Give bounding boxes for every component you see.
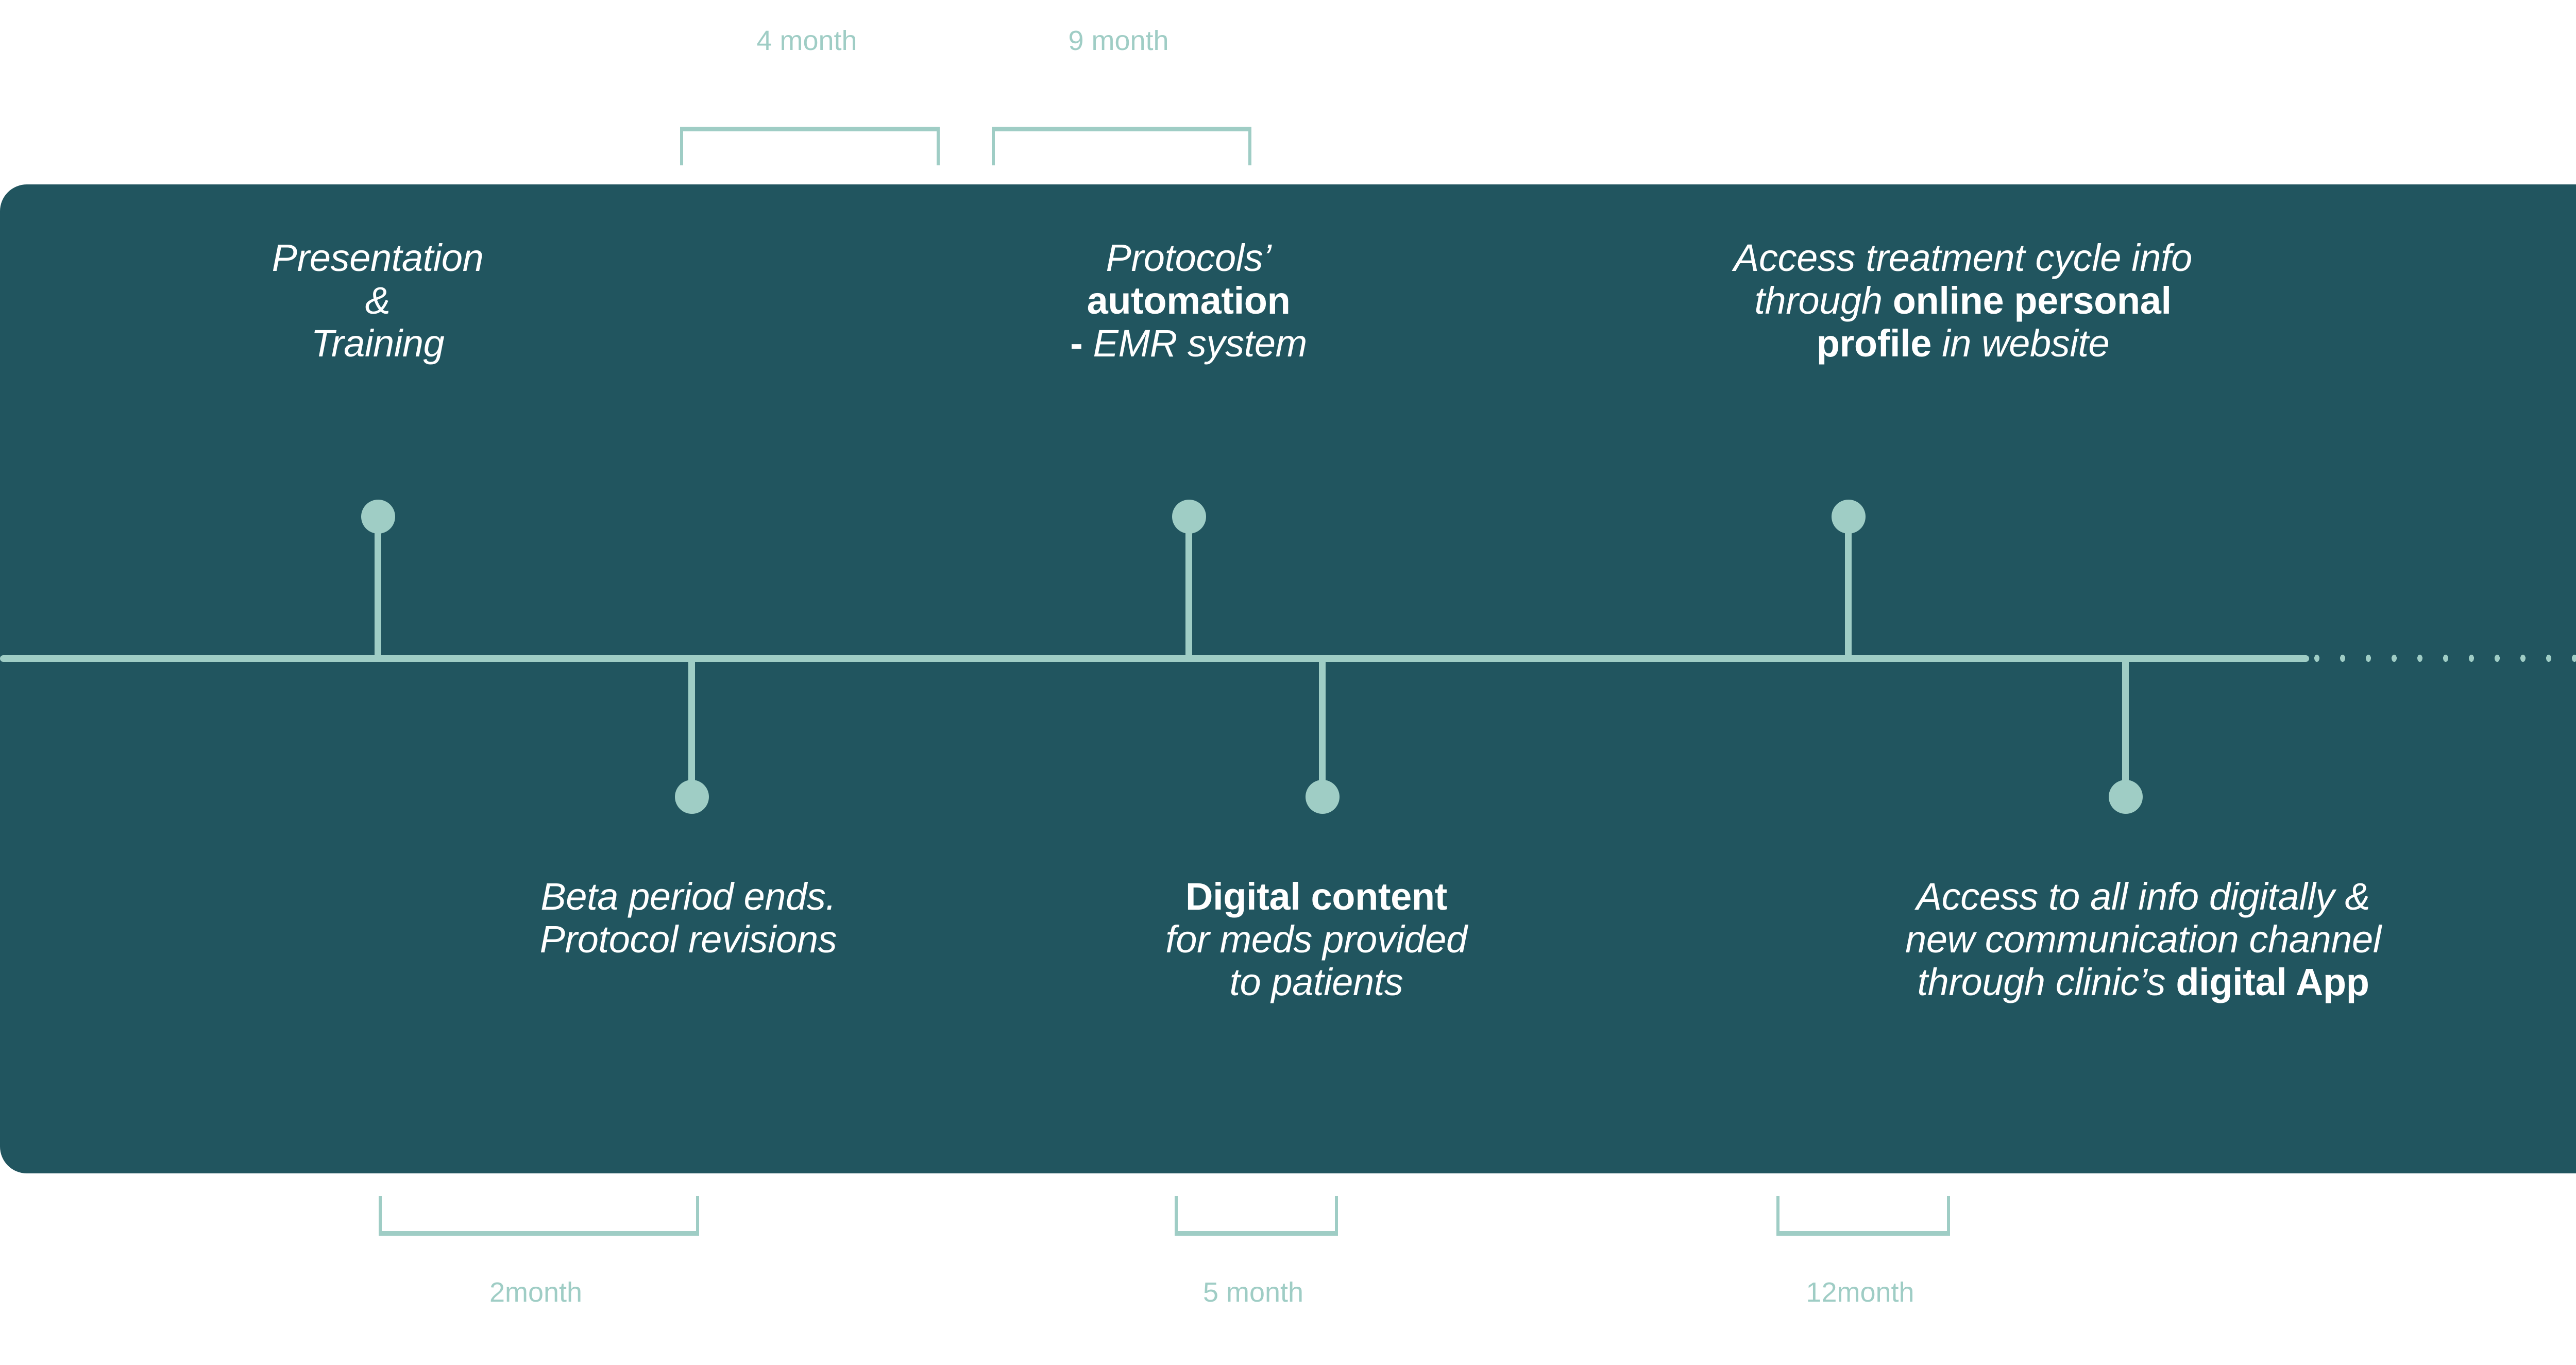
timeline-axis-solid	[0, 655, 2309, 662]
bracket-bottom-2-month	[379, 1196, 699, 1236]
milestone-label-digital-app: Access to all info digitally &new commun…	[1741, 875, 2545, 1004]
milestone-line: Training	[311, 321, 445, 365]
marker-stem	[688, 661, 695, 797]
bracket-bottom-5-month-label: 5 month	[1202, 1277, 1304, 1308]
marker-dot	[1832, 500, 1866, 534]
milestone-line-bold: Digital content	[1185, 875, 1447, 918]
marker-dot	[1306, 780, 1340, 814]
bracket-top-9-month	[992, 127, 1251, 165]
milestone-label-beta-period-ends: Beta period ends.Protocol revisions	[405, 875, 972, 961]
milestone-label-presentation-training: Presentation&Training	[197, 236, 558, 365]
bracket-top-9-month-label: 9 month	[1068, 25, 1169, 56]
marker-dot	[1172, 500, 1206, 534]
milestone-line: Protocol revisions	[539, 917, 837, 961]
marker-stem	[1185, 517, 1192, 659]
bracket-bottom-5-month	[1175, 1196, 1338, 1236]
milestone-label-protocols-automation: Protocols’automation- EMR system	[982, 236, 1395, 365]
bracket-bottom-12-month-label: 12month	[1806, 1277, 1914, 1308]
milestone-line: Access to all info digitally &	[1916, 875, 2370, 918]
marker-dot	[361, 500, 395, 534]
milestone-line: for meds provided	[1165, 917, 1467, 961]
milestone-line-bold: digital App	[2176, 960, 2369, 1003]
milestone-line: Presentation	[272, 236, 484, 279]
marker-stem	[1319, 661, 1326, 797]
milestone-line: in website	[1931, 321, 2110, 365]
marker-dot	[2109, 780, 2143, 814]
bracket-top-4-month	[680, 127, 940, 165]
bracket-bottom-12-month	[1776, 1196, 1950, 1236]
marker-dot	[675, 780, 709, 814]
bracket-top-4-month-label: 4 month	[756, 25, 857, 56]
milestone-line: EMR system	[1082, 321, 1308, 365]
milestone-line: through	[1754, 279, 1893, 322]
milestone-line-bold: -	[1070, 321, 1083, 365]
milestone-line-bold: automation	[1087, 279, 1291, 322]
milestone-line-bold: profile	[1816, 321, 1932, 365]
milestone-line: Beta period ends.	[540, 875, 836, 918]
milestone-line: through clinic’s	[1917, 960, 2176, 1003]
milestone-line: to patients	[1229, 960, 1403, 1003]
milestone-line-bold: online personal	[1892, 279, 2172, 322]
milestone-line: new communication channel	[1905, 917, 2381, 961]
milestone-line: Protocols’	[1106, 236, 1272, 279]
marker-stem	[375, 517, 381, 659]
timeline-card	[0, 184, 2576, 1173]
bracket-bottom-2-month-label: 2month	[489, 1277, 583, 1308]
marker-stem	[2122, 661, 2129, 797]
milestone-line: Access treatment cycle info	[1734, 236, 2192, 279]
marker-stem	[1845, 517, 1852, 659]
timeline-axis-dotted-continuation	[2312, 655, 2576, 662]
milestone-line: &	[365, 279, 391, 322]
